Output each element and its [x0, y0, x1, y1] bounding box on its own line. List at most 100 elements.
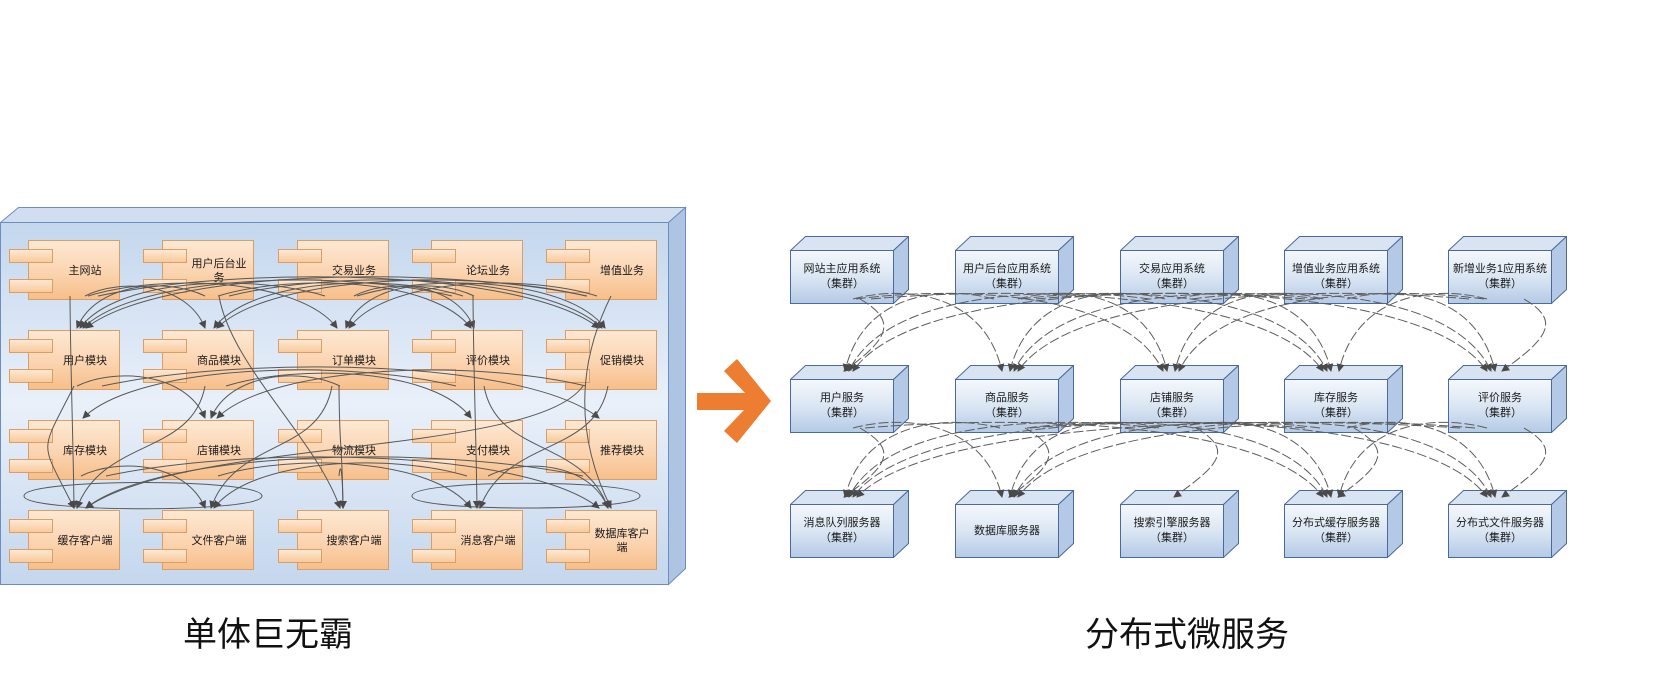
- box-name: 分布式文件服务器: [1456, 517, 1544, 529]
- component-tab: [278, 339, 322, 353]
- component-tab: [9, 549, 53, 563]
- box-note: （集群）: [985, 407, 1029, 419]
- dependency-arrow: [864, 421, 1324, 498]
- component-label: 搜索客户端: [326, 535, 382, 547]
- user-backend-app-box: 用户后台应用系统 （集群）: [955, 236, 1074, 304]
- value-added-business-component: 增值业务: [546, 240, 657, 300]
- transition-arrow: [697, 359, 771, 443]
- box-text: 店铺服务 （集群）: [1120, 379, 1224, 433]
- box-name: 数据库服务器: [974, 524, 1040, 537]
- component-tab: [546, 549, 590, 563]
- box-text: 消息队列服务器 （集群）: [790, 504, 894, 558]
- box-note: （集群）: [1478, 532, 1522, 544]
- box-name: 消息队列服务器: [803, 517, 881, 529]
- component-tab: [412, 339, 456, 353]
- dependency-arrow: [1178, 292, 1485, 372]
- component-tab: [9, 429, 53, 443]
- product-service-box: 商品服务 （集群）: [955, 365, 1074, 433]
- box-name: 交易应用系统: [1139, 263, 1205, 275]
- box-text: 分布式缓存服务器 （集群）: [1284, 504, 1388, 558]
- box-name: 增值业务应用系统: [1292, 263, 1380, 275]
- trading-app-box: 交易应用系统 （集群）: [1120, 236, 1239, 304]
- box-name: 店铺服务: [1150, 392, 1194, 404]
- component-label: 促销模块: [600, 355, 644, 367]
- review-service-box: 评价服务 （集群）: [1448, 365, 1567, 433]
- component-label: 主网站: [68, 265, 102, 277]
- component-tab: [546, 519, 590, 533]
- component-label: 推荐模块: [600, 445, 644, 457]
- component-label: 文件客户端: [191, 535, 247, 547]
- distributed-file-server-box: 分布式文件服务器 （集群）: [1448, 490, 1567, 558]
- component-label: 交易业务: [332, 265, 376, 277]
- box-note: （集群）: [1478, 278, 1522, 290]
- box-text: 交易应用系统 （集群）: [1120, 250, 1224, 304]
- dependency-arrow: [1336, 292, 1488, 372]
- dependency-arrow: [1017, 292, 1470, 372]
- user-service-box: 用户服务 （集群）: [790, 365, 909, 433]
- dependency-arrow: [1176, 292, 1334, 372]
- shop-module-component: 店铺模块: [143, 420, 254, 480]
- dependency-arrow: [870, 292, 1324, 372]
- component-label: 增值业务: [600, 265, 644, 277]
- inventory-module-component: 库存模块: [9, 420, 120, 480]
- box-name: 用户后台应用系统: [963, 263, 1051, 275]
- box-text: 新增业务1应用系统 （集群）: [1448, 250, 1552, 304]
- dependency-arrow: [1191, 421, 1492, 498]
- user-backend-business-component: 用户后台业务: [143, 240, 254, 300]
- component-tab: [9, 459, 53, 473]
- component-tab: [143, 249, 187, 263]
- component-tab: [412, 279, 456, 293]
- dependency-arrow: [855, 292, 1164, 372]
- component-tab: [546, 249, 590, 263]
- component-tab: [278, 429, 322, 443]
- component-label: 缓存客户端: [57, 535, 113, 547]
- component-tab: [546, 369, 590, 383]
- box-text: 数据库服务器: [955, 504, 1059, 558]
- component-tab: [143, 339, 187, 353]
- container-top-face: [0, 207, 687, 223]
- dependency-arrow: [1035, 292, 1488, 372]
- box-text: 增值业务应用系统 （集群）: [1284, 250, 1388, 304]
- component-tab: [278, 369, 322, 383]
- box-name: 库存服务: [1314, 392, 1358, 404]
- component-tab: [412, 459, 456, 473]
- dependency-arrow: [1017, 292, 1170, 372]
- component-label: 数据库客户端: [594, 528, 650, 554]
- box-name: 网站主应用系统: [803, 263, 881, 275]
- component-tab: [9, 519, 53, 533]
- logistics-module-component: 物流模块: [278, 420, 389, 480]
- component-tab: [143, 519, 187, 533]
- dependency-arrow: [1172, 292, 1324, 372]
- component-label: 店铺模块: [197, 445, 241, 457]
- microservices-caption: 分布式微服务: [1085, 616, 1289, 654]
- forum-business-component: 论坛业务: [412, 240, 523, 300]
- component-tab: [546, 339, 590, 353]
- component-label: 用户后台业务: [191, 258, 247, 284]
- dependency-arrow: [1176, 421, 1334, 498]
- dependency-arrow: [842, 292, 995, 372]
- component-tab: [143, 369, 187, 383]
- dependency-arrow: [852, 292, 1306, 372]
- dependency-arrow: [852, 292, 1005, 372]
- review-module-component: 评价模块: [412, 330, 523, 390]
- box-name: 评价服务: [1478, 392, 1522, 404]
- shop-service-box: 店铺服务 （集群）: [1120, 365, 1239, 433]
- dependency-arrow: [1020, 292, 1328, 372]
- dependency-arrow: [1346, 421, 1498, 498]
- box-text: 分布式文件服务器 （集群）: [1448, 504, 1552, 558]
- component-label: 用户模块: [63, 355, 107, 367]
- search-client-component: 搜索客户端: [278, 510, 389, 570]
- box-note: （集群）: [820, 278, 864, 290]
- box-note: （集群）: [1314, 278, 1358, 290]
- dependency-arrow: [856, 421, 1461, 498]
- component-label: 论坛业务: [466, 265, 510, 277]
- dependency-arrow: [1173, 427, 1219, 498]
- component-tab: [278, 279, 322, 293]
- promotion-module-component: 促销模块: [546, 330, 657, 390]
- dependency-arrow: [843, 427, 885, 498]
- cache-client-component: 缓存客户端: [9, 510, 120, 570]
- distributed-cache-server-box: 分布式缓存服务器 （集群）: [1284, 490, 1403, 558]
- box-text: 用户服务 （集群）: [790, 379, 894, 433]
- dependency-arrow: [1191, 292, 1492, 372]
- box-text: 评价服务 （集群）: [1448, 379, 1552, 433]
